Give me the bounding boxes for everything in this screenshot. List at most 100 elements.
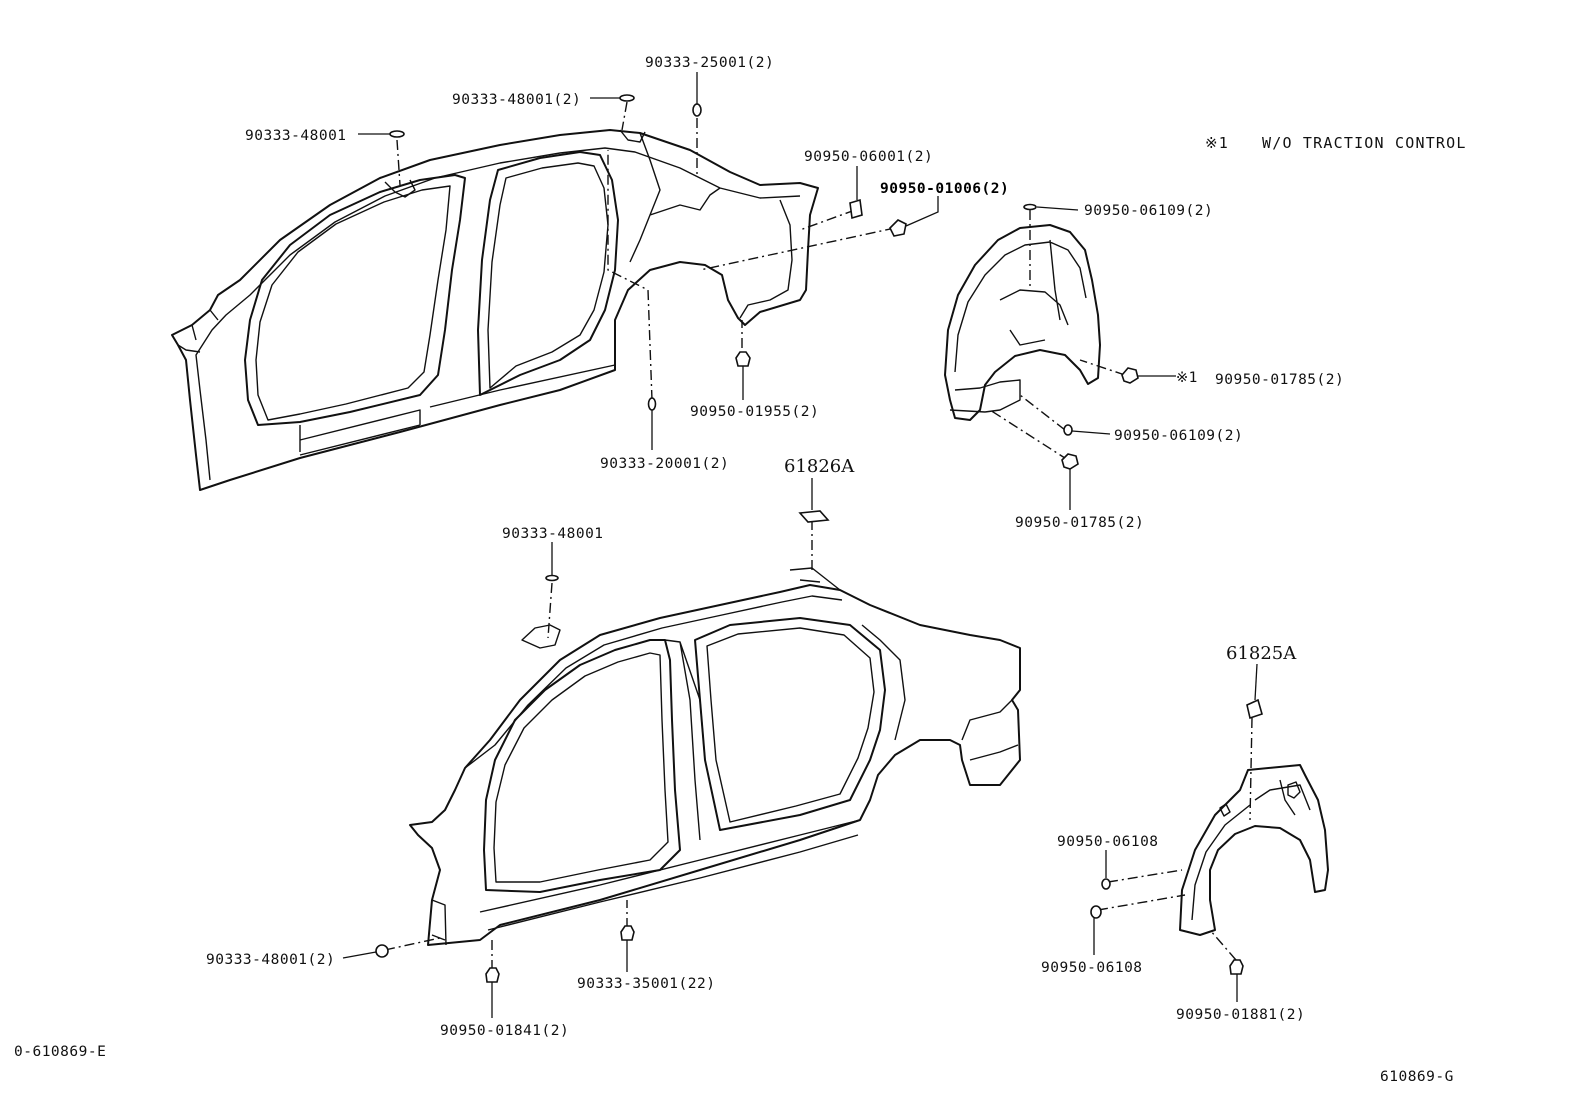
ph-61825a bbox=[1249, 717, 1253, 821]
label-90950-01785-2-bottom: 90950-01785(2) bbox=[1015, 515, 1144, 531]
upper-front-pillar bbox=[171, 309, 219, 353]
lower-front-door-opening bbox=[483, 639, 681, 893]
ph-06108-top bbox=[1107, 869, 1183, 883]
note-text: W/O TRACTION CONTROL bbox=[1262, 134, 1467, 152]
lower-wheelhouse-hole bbox=[1219, 781, 1301, 817]
footer-left-code: 0-610869-E bbox=[14, 1044, 106, 1060]
footer-right-code: 610869-G bbox=[1380, 1069, 1454, 1085]
lower-b-pillar bbox=[664, 639, 706, 841]
lower-a-pillar-bracket bbox=[521, 624, 561, 649]
label-90950-01881-2: 90950-01881(2) bbox=[1176, 1007, 1305, 1023]
plug-90333-48001-top bbox=[389, 130, 405, 138]
label-90950-01006-2: 90950-01006(2) bbox=[880, 181, 1009, 197]
lower-rocker bbox=[479, 819, 861, 931]
ph-48001-top bbox=[396, 139, 401, 186]
small-parts bbox=[375, 94, 1263, 983]
upper-panel-outline bbox=[171, 129, 819, 491]
label-90950-01841-2: 90950-01841(2) bbox=[440, 1023, 569, 1039]
lower-rear-door-inner bbox=[706, 627, 875, 823]
pad-90950-06001 bbox=[849, 198, 863, 220]
lead-06109-mid bbox=[1071, 430, 1111, 435]
upper-front-door-inner bbox=[255, 185, 451, 421]
upper-rear-door-opening bbox=[477, 151, 619, 396]
lower-wheelhouse-outline bbox=[1179, 764, 1329, 936]
upper-panel-inner-flange bbox=[195, 147, 801, 481]
part-labels: ※1 W/O TRACTION CONTROL 90333-25001(2) 9… bbox=[14, 55, 1467, 1085]
plug-90950-01881 bbox=[1229, 959, 1244, 975]
lower-front-lower bbox=[431, 899, 447, 946]
upper-roof-bracket-front bbox=[384, 179, 416, 198]
upper-side-panel-drawing bbox=[171, 129, 819, 491]
label-90950-06108-top: 90950-06108 bbox=[1057, 834, 1159, 850]
upper-inner-wheelhouse-drawing bbox=[944, 224, 1101, 421]
plug-90333-20001 bbox=[647, 397, 657, 411]
pad-61825a bbox=[1246, 698, 1263, 720]
label-90333-48001-mid: 90333-48001 bbox=[502, 526, 604, 542]
ph-06109-mid bbox=[1019, 394, 1066, 431]
label-90333-35001-22: 90333-35001(22) bbox=[577, 976, 715, 992]
lead-06109-top bbox=[1036, 206, 1079, 211]
lower-wheelhouse-inner bbox=[1191, 779, 1311, 921]
ph-48001-2-bottom bbox=[384, 937, 441, 951]
label-90950-01785-2-right: 90950-01785(2) bbox=[1215, 372, 1344, 388]
plug-90333-48001-2-bottom bbox=[375, 944, 389, 958]
ph-01785-right bbox=[1079, 359, 1126, 376]
plug-90950-06109-top bbox=[1023, 203, 1037, 211]
upper-roof-bracket-rear bbox=[619, 129, 646, 143]
upper-quarter-details bbox=[629, 132, 793, 319]
plug-90950-01785-right bbox=[1121, 367, 1139, 384]
ph-48001-mid bbox=[547, 582, 553, 639]
label-61825a: 61825A bbox=[1226, 643, 1297, 664]
pad-61826a bbox=[798, 510, 830, 523]
plug-90333-48001-2-top bbox=[619, 94, 635, 102]
lower-panel-outline bbox=[409, 584, 1021, 946]
label-90950-06108-bottom: 90950-06108 bbox=[1041, 960, 1143, 976]
label-90333-20001-2: 90333-20001(2) bbox=[600, 456, 729, 472]
lead-01006 bbox=[905, 196, 939, 227]
upper-wheelhouse-lower bbox=[949, 379, 1021, 413]
lower-rear-door-opening bbox=[694, 617, 886, 831]
ph-06001 bbox=[799, 209, 856, 231]
label-90333-25001-2: 90333-25001(2) bbox=[645, 55, 774, 71]
lower-side-panel-drawing bbox=[409, 567, 1021, 946]
upper-front-door-opening bbox=[244, 174, 466, 426]
label-mark-1: ※1 bbox=[1176, 370, 1198, 386]
label-90950-01955-2: 90950-01955(2) bbox=[690, 404, 819, 420]
upper-wheelhouse-outline bbox=[944, 224, 1101, 421]
plug-90950-01006 bbox=[889, 219, 907, 237]
plug-90333-48001-mid bbox=[545, 574, 559, 582]
label-90950-06109-2-mid: 90950-06109(2) bbox=[1114, 428, 1243, 444]
phantom-lines bbox=[384, 101, 1253, 970]
lead-61825a bbox=[1254, 663, 1258, 701]
ph-01785-bottom bbox=[989, 409, 1069, 461]
label-61826a: 61826A bbox=[784, 456, 855, 477]
label-90333-48001-top: 90333-48001 bbox=[245, 128, 347, 144]
label-90950-06001-2: 90950-06001(2) bbox=[804, 149, 933, 165]
lower-front-door-inner bbox=[493, 652, 669, 883]
ph-06108-bottom bbox=[1097, 894, 1186, 911]
label-90333-48001-2-bottom: 90333-48001(2) bbox=[206, 952, 335, 968]
ph-01881 bbox=[1209, 929, 1237, 961]
plug-90950-01841 bbox=[485, 967, 500, 983]
upper-rocker-panel bbox=[299, 364, 616, 456]
plug-90333-25001 bbox=[692, 103, 702, 117]
plug-90333-35001 bbox=[620, 925, 635, 941]
lower-quarter-details bbox=[861, 624, 1019, 761]
label-90333-48001-2-top: 90333-48001(2) bbox=[452, 92, 581, 108]
upper-wheelhouse-inner bbox=[954, 239, 1087, 373]
ph-01006 bbox=[699, 227, 896, 271]
upper-rear-door-inner bbox=[487, 162, 609, 389]
ph-20001 bbox=[607, 150, 653, 401]
plug-90950-06108-top bbox=[1101, 878, 1111, 890]
plug-90950-01785-bottom bbox=[1061, 453, 1079, 470]
plug-90950-06109-mid bbox=[1063, 424, 1073, 436]
lead-48001-2-bottom bbox=[342, 951, 377, 959]
lower-panel-roof-flange bbox=[464, 595, 843, 769]
label-90950-06109-2-top: 90950-06109(2) bbox=[1084, 203, 1213, 219]
lower-outer-wheelhouse-drawing bbox=[1179, 764, 1329, 936]
plug-90950-01955 bbox=[735, 351, 751, 367]
callout-leaders bbox=[342, 72, 1258, 1018]
ph-48001-2-top bbox=[621, 101, 628, 131]
note-symbol: ※1 bbox=[1205, 134, 1229, 152]
